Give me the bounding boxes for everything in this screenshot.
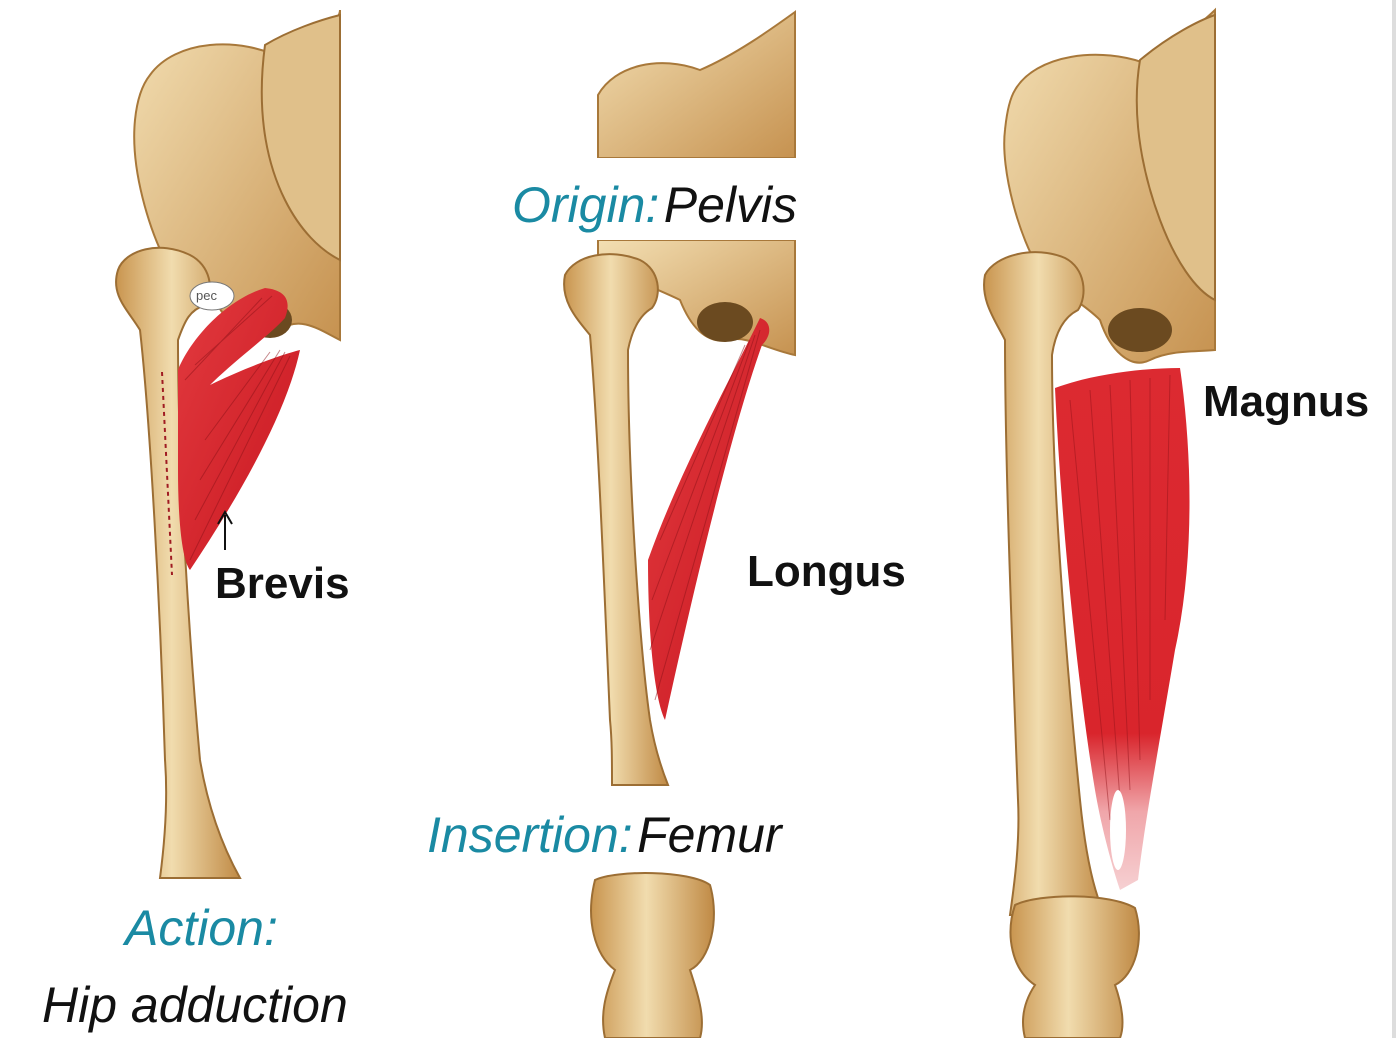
longus-label: Longus — [747, 550, 906, 594]
panel-magnus — [984, 10, 1215, 1038]
action-value: Hip adduction — [42, 980, 348, 1030]
insertion-value: Femur — [637, 807, 781, 863]
brevis-label: Brevis — [215, 562, 350, 606]
magnus-label: Magnus — [1203, 380, 1369, 424]
obturator-foramen-2 — [697, 302, 753, 342]
insertion-caption: Insertion: Femur — [427, 810, 782, 860]
femur-2 — [564, 254, 668, 785]
origin-caption: Origin: Pelvis — [512, 180, 797, 230]
action-term: Action: — [125, 903, 278, 953]
insertion-term: Insertion: — [427, 807, 633, 863]
obturator-foramen-3 — [1108, 308, 1172, 352]
knee-2 — [591, 873, 714, 1038]
origin-value: Pelvis — [664, 177, 797, 233]
knee-3 — [1011, 896, 1139, 1038]
pec-label: pec — [196, 288, 217, 303]
right-edge — [1392, 0, 1396, 1038]
adductor-hiatus — [1110, 790, 1126, 870]
panel-brevis — [116, 10, 340, 878]
pelvis-2-top — [598, 12, 795, 158]
origin-term: Origin: — [512, 177, 659, 233]
